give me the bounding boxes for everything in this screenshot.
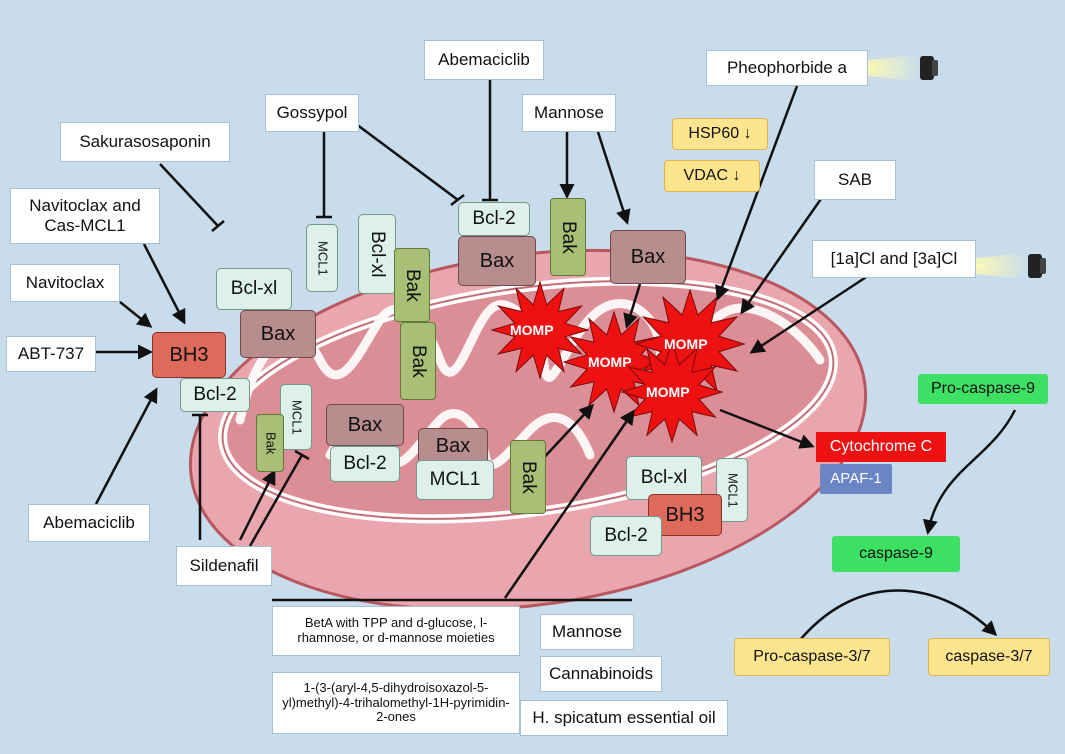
bax-left: Bax [240, 310, 316, 358]
bax-right: Bax [610, 230, 686, 284]
bak-b: Bak [400, 322, 436, 400]
arrow [238, 469, 276, 541]
arrow [799, 589, 998, 641]
navitoclax-label: Navitoclax [10, 264, 120, 302]
arrow [749, 266, 881, 354]
arrow [596, 131, 631, 225]
arrows [94, 85, 1017, 641]
arrow [922, 409, 1017, 535]
arrow [623, 283, 642, 329]
bak-c: Bak [256, 414, 284, 472]
beta-label: BetA with TPP and d-glucose, l-rhamnose,… [272, 606, 520, 656]
inhibitions [159, 80, 632, 602]
mannose-bottom-label: Mannose [540, 614, 634, 650]
metal-complex-label: [1a]Cl and [3a]Cl [812, 240, 976, 278]
arrow [142, 243, 186, 325]
mannose-top-label: Mannose [522, 94, 616, 132]
bh3-br: BH3 [648, 494, 722, 536]
bclxl-br: Bcl-xl [626, 456, 702, 500]
hsp60-marker: HSP60 ↓ [672, 118, 768, 150]
cannabinoids-label: Cannabinoids [540, 656, 662, 692]
bak-a: Bak [394, 248, 430, 322]
bax-top: Bax [458, 236, 536, 286]
arrow [740, 185, 832, 315]
pheophorbide-label: Pheophorbide a [706, 50, 868, 86]
bak-d: Bak [510, 440, 546, 514]
momp-label: MOMP [588, 354, 632, 370]
bak-top: Bak [550, 198, 586, 276]
mcl1-b: MCL1 [280, 384, 312, 450]
bcl2-left: Bcl-2 [180, 378, 250, 412]
momp-burst [490, 280, 590, 380]
gossypol-label: Gossypol [265, 94, 359, 132]
arrow [119, 301, 153, 328]
flashlight-icon [975, 252, 1046, 280]
pro-caspase-9: Pro-caspase-9 [918, 374, 1048, 404]
bcl2-br: Bcl-2 [590, 516, 662, 556]
mcl1-mid: MCL1 [416, 460, 494, 500]
bcl2-mid: Bcl-2 [330, 446, 400, 482]
hspicatum-label: H. spicatum essential oil [520, 700, 728, 736]
momp-label: MOMP [646, 384, 690, 400]
bax-mid2: Bax [418, 428, 488, 464]
momp-burst [620, 340, 724, 444]
bh3-left: BH3 [152, 332, 226, 378]
arrow [537, 403, 595, 465]
sab-label: SAB [814, 160, 896, 200]
bclxl-a: Bcl-xl [358, 214, 396, 294]
pyrimidin-label: 1-(3-(aryl-4,5-dihydroisoxazol-5-yl)meth… [272, 672, 520, 734]
arrow [94, 387, 158, 505]
bcl2-top: Bcl-2 [458, 202, 530, 236]
abemaciclib-left-label: Abemaciclib [28, 504, 150, 542]
apaf-1: APAF-1 [820, 464, 892, 494]
bax-mid: Bax [326, 404, 404, 446]
vdac-marker: VDAC ↓ [664, 160, 760, 192]
caspase-3-7: caspase-3/7 [928, 638, 1050, 676]
arrow [715, 85, 799, 301]
arrow [503, 409, 635, 599]
momp-label: MOMP [664, 336, 708, 352]
momp-label: MOMP [510, 322, 554, 338]
sakurasosaponin-label: Sakurasosaponin [60, 122, 230, 162]
bclxl-left: Bcl-xl [216, 268, 292, 310]
abemaciclib-top-label: Abemaciclib [424, 40, 544, 80]
mcl1-a: MCL1 [306, 224, 338, 292]
navitoclax-cas-label: Navitoclax and Cas-MCL1 [10, 188, 160, 244]
flashlight-icon [868, 54, 938, 82]
arrow [719, 408, 815, 449]
caspase-9: caspase-9 [832, 536, 960, 572]
sildenafil-label: Sildenafil [176, 546, 272, 586]
cytochrome-c: Cytochrome C [816, 432, 946, 462]
pro-caspase-3-7: Pro-caspase-3/7 [734, 638, 890, 676]
abt737-label: ABT-737 [6, 336, 96, 372]
